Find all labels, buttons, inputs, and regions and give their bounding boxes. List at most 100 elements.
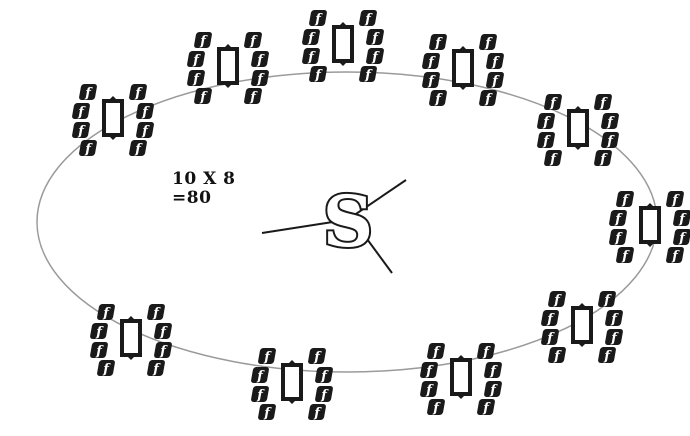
- f-tile-glyph: f: [610, 312, 619, 327]
- f-tile-glyph: f: [671, 193, 680, 208]
- cluster-arrow: [286, 398, 298, 404]
- f-tile-glyph: f: [425, 364, 434, 379]
- f-tile-glyph: f: [159, 325, 168, 340]
- f-tile-glyph: f: [491, 55, 500, 70]
- f-tile-glyph: f: [621, 249, 630, 264]
- f-tile-glyph: f: [77, 124, 86, 139]
- cluster-frame: [452, 49, 474, 87]
- cluster-arrow: [644, 203, 656, 209]
- f-tile: f: [537, 132, 555, 149]
- f-tile: f: [598, 291, 616, 308]
- f-tile: f: [309, 66, 327, 83]
- f-tile-glyph: f: [553, 293, 562, 308]
- f-tile-glyph: f: [482, 345, 491, 360]
- f-tile-glyph: f: [621, 193, 630, 208]
- f-tile-glyph: f: [546, 312, 555, 327]
- f-tile: f: [359, 66, 377, 83]
- f-tile-glyph: f: [77, 105, 86, 120]
- f-tile: f: [308, 404, 326, 421]
- cluster-frame: [332, 25, 354, 63]
- f-tile: f: [366, 48, 384, 65]
- f-tile: f: [315, 386, 333, 403]
- f-tile: f: [154, 323, 172, 340]
- f-tile: f: [484, 381, 502, 398]
- f-tile: f: [420, 362, 438, 379]
- f-tile: f: [251, 70, 269, 87]
- f-tile-glyph: f: [159, 344, 168, 359]
- cluster-arrow: [286, 360, 298, 366]
- f-tile: f: [258, 404, 276, 421]
- f-tile-glyph: f: [542, 115, 551, 130]
- f-tile: f: [72, 103, 90, 120]
- f-tile-glyph: f: [307, 50, 316, 65]
- f-tile: f: [154, 342, 172, 359]
- f-tile-glyph: f: [484, 36, 493, 51]
- cluster-arrow: [457, 84, 469, 90]
- f-tile: f: [308, 348, 326, 365]
- f-tile-glyph: f: [427, 55, 436, 70]
- f-tile: f: [194, 32, 212, 49]
- f-tile-glyph: f: [603, 349, 612, 364]
- f-tile: f: [129, 140, 147, 157]
- center-line-lower: [355, 223, 393, 274]
- cluster-arrow: [337, 22, 349, 28]
- cluster-frame: [639, 206, 661, 244]
- f-tile: f: [601, 113, 619, 130]
- f-tile: f: [486, 53, 504, 70]
- f-tile-glyph: f: [152, 306, 161, 321]
- equation-line-1: 10 X 8: [172, 169, 236, 189]
- f-tile: f: [598, 347, 616, 364]
- f-tile: f: [79, 84, 97, 101]
- center-symbol: S: [261, 178, 407, 274]
- f-tile-glyph: f: [199, 34, 208, 49]
- cluster-arrow: [222, 44, 234, 50]
- cluster-frame: [217, 47, 239, 85]
- f-tile: f: [486, 72, 504, 89]
- f-tile: f: [251, 51, 269, 68]
- f-tile: f: [544, 94, 562, 111]
- cluster-arrow: [457, 46, 469, 52]
- f-tile-glyph: f: [484, 92, 493, 107]
- f-tile: f: [90, 342, 108, 359]
- f-tile-glyph: f: [95, 344, 104, 359]
- f-tile-glyph: f: [249, 90, 258, 105]
- f-tile-glyph: f: [546, 331, 555, 346]
- f-tile: f: [541, 310, 559, 327]
- f-tile-glyph: f: [192, 53, 201, 68]
- f-tile: f: [594, 94, 612, 111]
- f-tile-glyph: f: [542, 134, 551, 149]
- f-tile-glyph: f: [371, 50, 380, 65]
- f-tile-glyph: f: [425, 383, 434, 398]
- f-tile-glyph: f: [371, 31, 380, 46]
- cluster-frame: [567, 109, 589, 147]
- f-tile-glyph: f: [134, 142, 143, 157]
- f-tile: f: [609, 210, 627, 227]
- f-tile: f: [544, 150, 562, 167]
- cluster-arrow: [125, 354, 137, 360]
- f-tile-glyph: f: [320, 388, 329, 403]
- f-tile: f: [479, 90, 497, 107]
- f-tile: f: [302, 48, 320, 65]
- center-line-left: [261, 218, 353, 234]
- f-tile: f: [594, 150, 612, 167]
- f-tile: f: [548, 347, 566, 364]
- f-tile-glyph: f: [249, 34, 258, 49]
- f-tile-glyph: f: [320, 369, 329, 384]
- f-tile: f: [244, 88, 262, 105]
- f-tile-glyph: f: [482, 401, 491, 416]
- cluster-arrow: [107, 134, 119, 140]
- f-tile-glyph: f: [606, 134, 615, 149]
- f-tile: f: [484, 362, 502, 379]
- f-tile-glyph: f: [256, 72, 265, 87]
- f-tile-glyph: f: [432, 345, 441, 360]
- f-tile-glyph: f: [314, 12, 323, 27]
- f-tile: f: [601, 132, 619, 149]
- f-tile-glyph: f: [84, 142, 93, 157]
- f-tile: f: [97, 304, 115, 321]
- cluster-arrow: [572, 144, 584, 150]
